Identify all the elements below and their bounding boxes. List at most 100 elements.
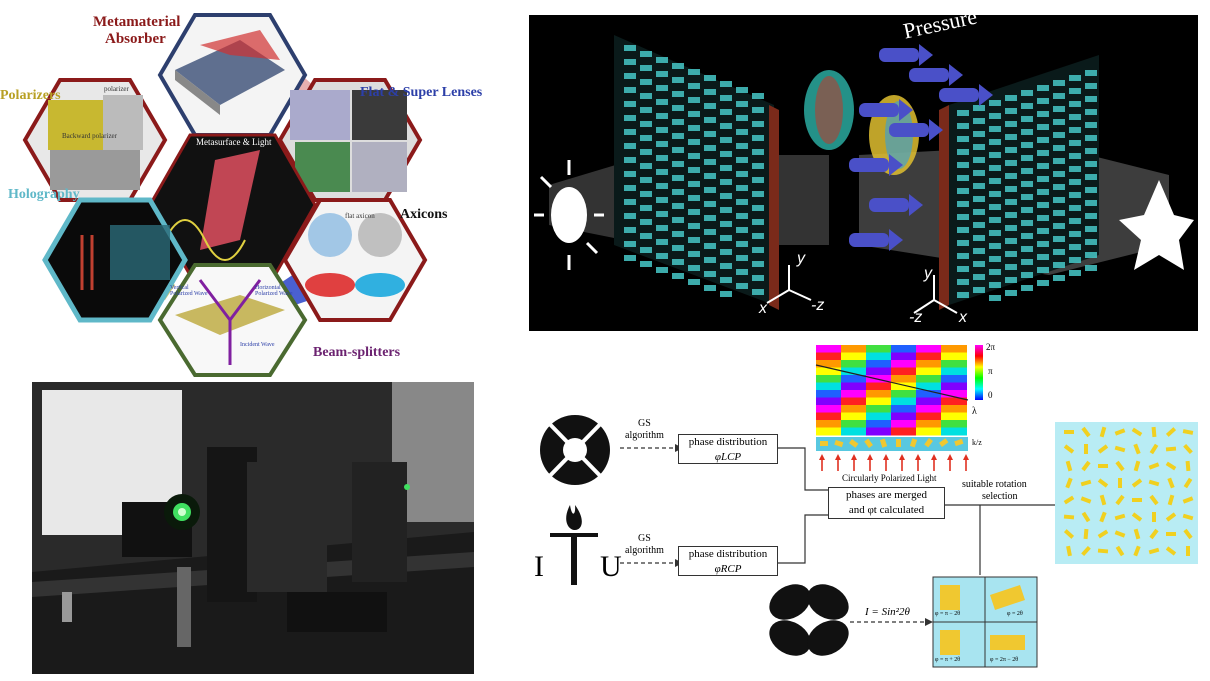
nanopillar	[1053, 158, 1065, 164]
nanopillar	[640, 121, 652, 127]
merged-box: phases are merged and φt calculated	[828, 487, 945, 519]
gs-top-label: GS algorithm	[625, 418, 664, 441]
phase-lcp-text: phase distribution	[688, 436, 768, 448]
left-axis-z: -z	[811, 297, 825, 314]
nanopillar	[720, 277, 732, 283]
nanopillar	[752, 289, 764, 295]
nanopillar	[1021, 207, 1033, 213]
nanorod	[1114, 513, 1126, 521]
nanorod	[1083, 528, 1089, 540]
nanopillar	[720, 179, 732, 185]
nanopillar	[752, 93, 764, 99]
nanopillar	[1085, 252, 1097, 258]
colorbar-mid: π	[988, 366, 993, 376]
nanopillar	[1037, 241, 1049, 247]
red-arrow-head	[867, 454, 873, 460]
schematic-panel: GS algorithm GS algorithm phase distribu…	[520, 340, 1210, 681]
nanopillar	[640, 51, 652, 57]
nanopillar	[688, 111, 700, 117]
nanopillar	[973, 105, 985, 111]
nanopillar	[1069, 153, 1081, 159]
nanopillar	[1069, 166, 1081, 172]
nanopillar	[704, 145, 716, 151]
nanopillar	[989, 204, 1001, 210]
phase-stripe	[916, 382, 942, 391]
phase-rcp-symbol: φRCP	[714, 563, 742, 575]
nanopillar	[640, 205, 652, 211]
nanopillar	[672, 175, 684, 181]
pressure-arrow	[849, 158, 889, 172]
nanopillar	[989, 295, 1001, 301]
unit-cell	[820, 441, 828, 446]
nanopillar	[720, 263, 732, 269]
phase-stripe	[866, 412, 892, 421]
nanopillar	[989, 217, 1001, 223]
nanopillar	[1085, 265, 1097, 271]
nanopillar	[1037, 280, 1049, 286]
nanopillar	[640, 191, 652, 197]
label-horizontal-wave: Horizontal Polarized Wave	[255, 285, 293, 297]
label-backward-polarizer: Backward polarizer	[62, 132, 117, 140]
nanopillar	[1005, 251, 1017, 257]
nanorod	[1167, 477, 1175, 489]
phase-stripe	[916, 390, 942, 398]
nanorod	[1152, 512, 1156, 522]
hex-lenses	[277, 78, 423, 202]
nanopillar	[973, 235, 985, 241]
nanorod	[1084, 444, 1088, 454]
nanopillar	[1005, 160, 1017, 166]
nanopillar	[1005, 212, 1017, 218]
phase-stripe	[891, 352, 917, 361]
nanopillar	[957, 292, 969, 298]
pressure-arrow-head	[889, 229, 903, 251]
nanopillar	[672, 203, 684, 209]
label-flat-lenses: Flat & Super Lenses	[360, 85, 483, 100]
unit-cell	[849, 439, 859, 448]
nanopillar	[1069, 140, 1081, 146]
nanopillar	[656, 57, 668, 63]
nanopillar	[1021, 194, 1033, 200]
nanopillar	[704, 173, 716, 179]
left-axis-y: y	[797, 250, 805, 267]
nanopillar	[1069, 179, 1081, 185]
nanorod	[1097, 529, 1109, 539]
nanopillar	[704, 131, 716, 137]
nanopillar	[1005, 121, 1017, 127]
nanopillar	[688, 181, 700, 187]
nanorod	[1099, 511, 1107, 523]
nanopillar	[640, 219, 652, 225]
phase-stripe	[841, 345, 867, 353]
nanopillar	[1053, 93, 1065, 99]
nanopillar	[656, 183, 668, 189]
nanopillar	[720, 193, 732, 199]
nanopillar	[1053, 171, 1065, 177]
hex-axicons	[282, 198, 428, 322]
phase-stripe	[891, 397, 917, 406]
phase-stripe	[916, 375, 942, 383]
nanopillar	[720, 137, 732, 143]
lab-photo	[32, 382, 474, 674]
phase-stripe	[891, 420, 917, 428]
nanopillar	[752, 219, 764, 225]
nanopillar	[1005, 108, 1017, 114]
nanorod	[1182, 496, 1194, 504]
phase-stripe	[841, 367, 867, 376]
nanorod	[1133, 545, 1141, 557]
itu-i: I	[534, 550, 544, 583]
phase-lcp-symbol: φLCP	[714, 451, 742, 463]
nanopillar	[1037, 137, 1049, 143]
quad-label-4: φ = 2π − 2θ	[990, 657, 1019, 663]
pressure-arrow-head	[889, 154, 903, 176]
phase-stripe	[841, 427, 867, 436]
nanorod	[1064, 430, 1074, 434]
unit-cell	[924, 438, 933, 448]
nanopillar	[688, 125, 700, 131]
nanopillar	[973, 144, 985, 150]
nanorod	[1148, 547, 1160, 555]
nanopillar	[1005, 173, 1017, 179]
nanorod	[1165, 512, 1177, 522]
phase-stripe	[841, 352, 867, 361]
nanopillar	[688, 237, 700, 243]
left-axes	[766, 265, 812, 304]
nanorod	[1099, 494, 1107, 506]
